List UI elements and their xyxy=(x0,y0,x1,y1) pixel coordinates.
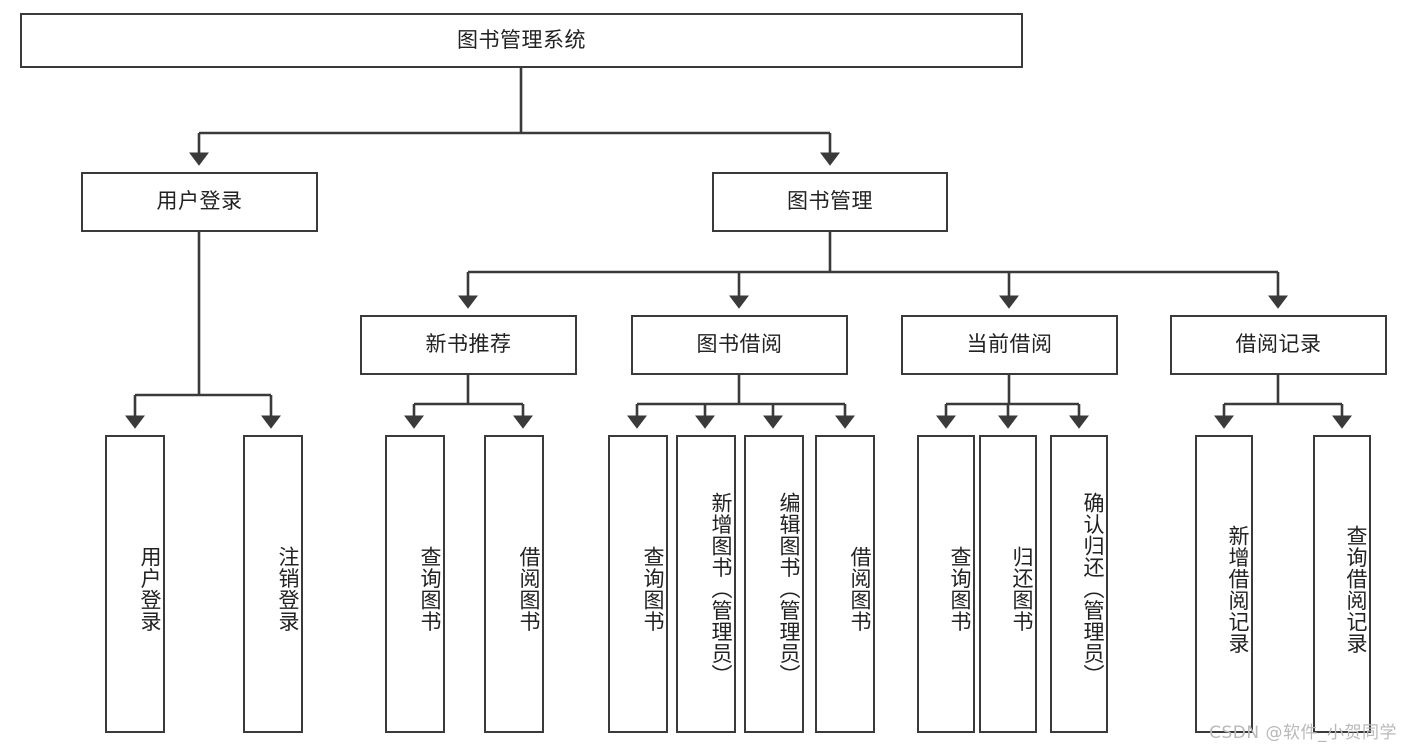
node-label: 借阅记录 xyxy=(1235,332,1322,357)
node-label: 查询图书 xyxy=(641,546,665,632)
node-label: 借阅图书 xyxy=(517,546,541,632)
node-label: 借阅图书 xyxy=(848,546,872,632)
node-label: 当前借阅 xyxy=(966,332,1053,357)
node-book-management[interactable]: 图书管理 xyxy=(712,172,948,232)
csdn-watermark: CSDN @软件_小贺同学 xyxy=(1209,723,1397,743)
node-label: 确认归还（管理员） xyxy=(1081,492,1105,686)
leaf-current-query-book[interactable]: 查询图书 xyxy=(917,435,975,733)
node-new-book-recommend[interactable]: 新书推荐 xyxy=(360,315,577,375)
node-label: 新增图书（管理员） xyxy=(709,492,733,686)
node-label: 查询借阅记录 xyxy=(1344,524,1368,654)
node-root-system[interactable]: 图书管理系统 xyxy=(20,13,1023,68)
leaf-borrow-borrow-book[interactable]: 借阅图书 xyxy=(815,435,875,733)
node-label: 新增借阅记录 xyxy=(1226,524,1250,654)
node-label: 编辑图书（管理员） xyxy=(777,492,801,686)
leaf-recommend-borrow-book[interactable]: 借阅图书 xyxy=(484,435,544,733)
node-label: 新书推荐 xyxy=(425,332,512,357)
node-current-borrow[interactable]: 当前借阅 xyxy=(901,315,1118,375)
node-borrow-record[interactable]: 借阅记录 xyxy=(1170,315,1387,375)
node-user-login[interactable]: 用户登录 xyxy=(81,172,318,232)
node-label: 用户登录 xyxy=(156,189,243,214)
leaf-user-login-signin[interactable]: 用户登录 xyxy=(105,435,165,733)
leaf-borrow-query-book[interactable]: 查询图书 xyxy=(608,435,668,733)
leaf-borrow-add-book-admin[interactable]: 新增图书（管理员） xyxy=(676,435,736,733)
node-label: 归还图书 xyxy=(1010,546,1034,632)
node-label: 图书借阅 xyxy=(696,332,783,357)
leaf-recommend-query-book[interactable]: 查询图书 xyxy=(385,435,445,733)
leaf-current-return-book[interactable]: 归还图书 xyxy=(979,435,1037,733)
node-label: 用户登录 xyxy=(138,546,162,632)
node-label: 查询图书 xyxy=(418,546,442,632)
leaf-record-query-borrow-record[interactable]: 查询借阅记录 xyxy=(1313,435,1371,733)
node-label: 注销登录 xyxy=(276,546,300,632)
leaf-record-add-borrow-record[interactable]: 新增借阅记录 xyxy=(1195,435,1253,733)
node-label: 查询图书 xyxy=(948,546,972,632)
node-label: 图书管理 xyxy=(787,189,873,214)
leaf-user-login-signout[interactable]: 注销登录 xyxy=(243,435,303,733)
leaf-current-confirm-return-admin[interactable]: 确认归还（管理员） xyxy=(1050,435,1108,733)
leaf-borrow-edit-book-admin[interactable]: 编辑图书（管理员） xyxy=(744,435,804,733)
node-book-borrow[interactable]: 图书借阅 xyxy=(631,315,848,375)
node-label: 图书管理系统 xyxy=(457,27,586,52)
